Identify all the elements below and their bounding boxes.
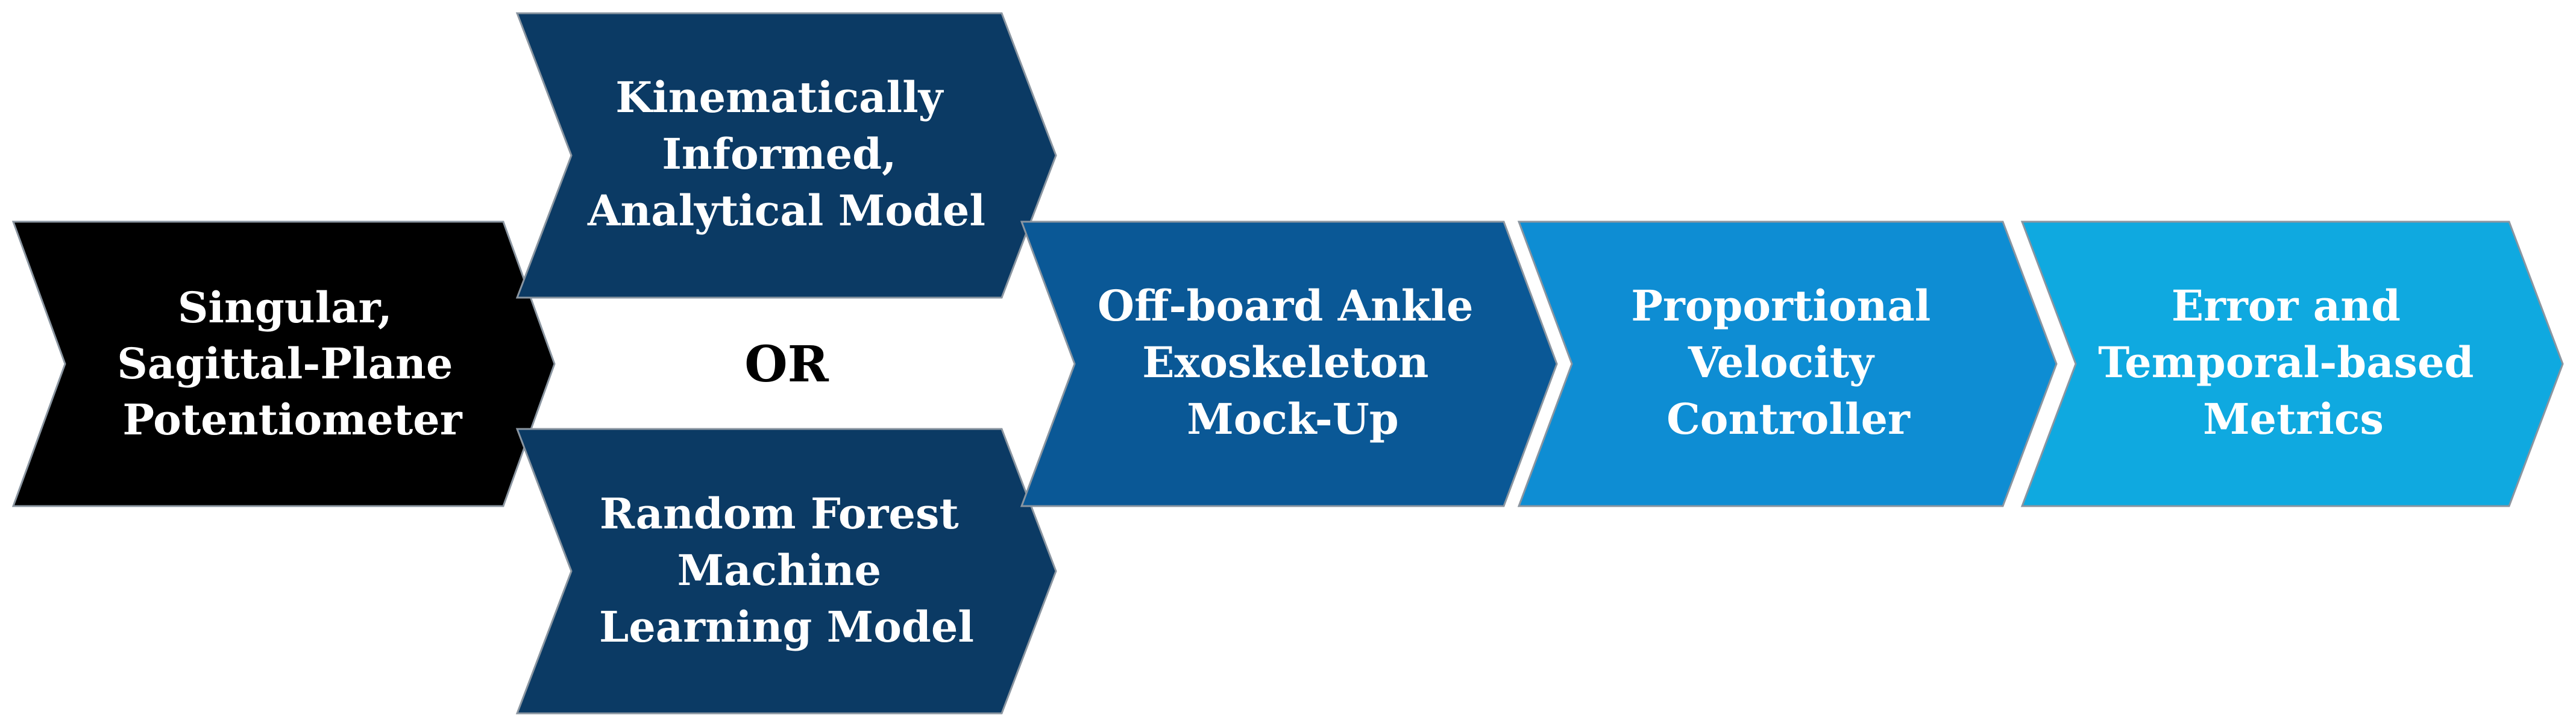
- chevron-metrics-shape: [2020, 221, 2564, 507]
- step-model-a-line-3: Analytical Model: [587, 186, 985, 236]
- step-input-label: Singular, Sagittal-Plane Potentiometer: [117, 283, 468, 445]
- step-controller-line-1: Proportional: [1631, 281, 1930, 331]
- chevron-input-shape: [11, 221, 556, 507]
- step-model-b-line-1: Random Forest: [600, 489, 959, 539]
- chevron-model-b-shape: [515, 428, 1057, 715]
- step-metrics-line-3: Metrics: [2203, 394, 2384, 444]
- step-controller-label: Proportional Velocity Controller: [1631, 281, 1946, 444]
- step-model-b-line-3: Learning Model: [599, 602, 974, 652]
- step-input-line-3: Potentiometer: [122, 395, 462, 445]
- step-metrics-line-2: Temporal-based: [2098, 337, 2474, 387]
- step-model-b-label: Random Forest Machine Learning Model: [599, 489, 974, 652]
- step-controller-line-2: Velocity: [1688, 337, 1875, 387]
- step-mockup-line-3: Mock-Up: [1187, 394, 1399, 444]
- step-mockup-line-2: Exoskeleton: [1142, 337, 1428, 387]
- step-model-a: Kinematically Informed, Analytical Model: [515, 12, 1057, 299]
- step-controller-line-3: Controller: [1667, 394, 1911, 444]
- step-model-a-line-1: Kinematically: [615, 72, 944, 122]
- step-input-line-2: Sagittal-Plane: [117, 339, 453, 389]
- step-input: Singular, Sagittal-Plane Potentiometer: [11, 221, 556, 507]
- step-model-a-label: Kinematically Informed, Analytical Model: [587, 72, 985, 236]
- step-mockup-line-1: Off-board Ankle: [1098, 281, 1474, 331]
- step-mockup-label: Off-board Ankle Exoskeleton Mock-Up: [1098, 281, 1488, 444]
- step-metrics-label: Error and Temporal-based Metrics: [2098, 281, 2489, 444]
- step-metrics: Error and Temporal-based Metrics: [2020, 221, 2564, 507]
- chevron-model-a-shape: [515, 12, 1057, 299]
- step-model-a-line-2: Informed,: [662, 129, 896, 179]
- step-controller: Proportional Velocity Controller: [1517, 221, 2058, 507]
- or-connector-label: OR: [744, 336, 829, 393]
- step-model-b: Random Forest Machine Learning Model: [515, 428, 1057, 715]
- chevron-mockup-shape: [1020, 221, 1558, 507]
- step-metrics-line-1: Error and: [2172, 281, 2401, 331]
- chevron-controller-shape: [1517, 221, 2058, 507]
- step-model-b-line-2: Machine: [677, 545, 881, 595]
- step-input-line-1: Singular,: [178, 283, 392, 333]
- step-mockup: Off-board Ankle Exoskeleton Mock-Up: [1020, 221, 1558, 507]
